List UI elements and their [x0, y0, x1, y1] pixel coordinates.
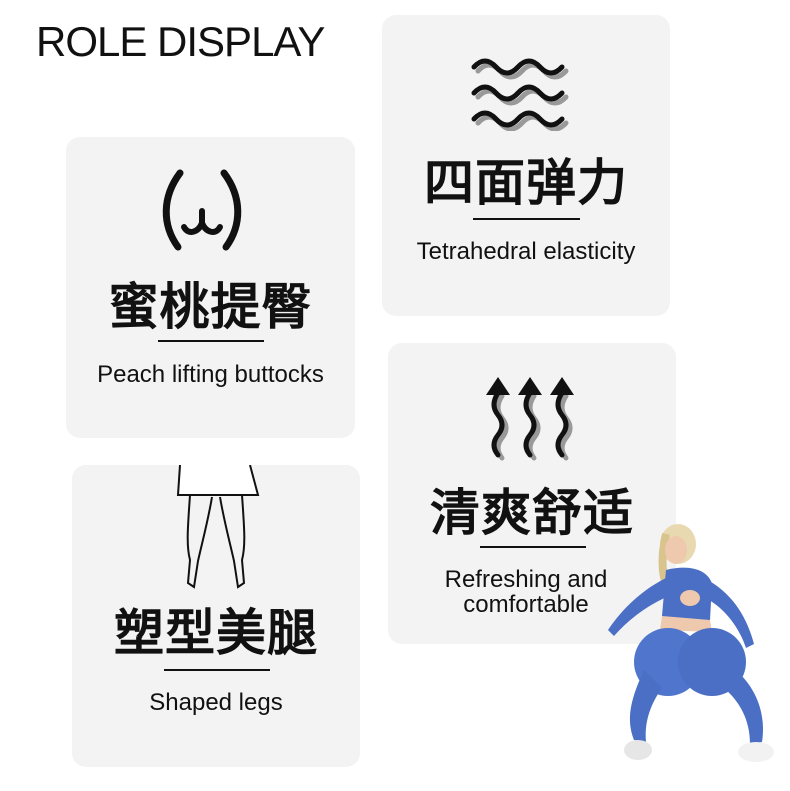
- feature-title-cn: 塑型美腿: [114, 604, 318, 662]
- wave-lines-icon: [471, 58, 569, 131]
- legs-outline-icon: [176, 465, 260, 589]
- feature-title-en: Tetrahedral elasticity: [416, 238, 636, 265]
- page-title: ROLE DISPLAY: [36, 18, 325, 65]
- divider: [164, 669, 270, 671]
- feature-card-elasticity: 四面弹力 Tetrahedral elasticity: [382, 15, 670, 316]
- feature-title-en: Peach lifting buttocks: [97, 361, 324, 388]
- divider: [158, 340, 264, 342]
- feature-title-en: Shaped legs: [149, 689, 283, 716]
- divider: [480, 546, 586, 548]
- feature-title-en-line: comfortable: [463, 591, 589, 618]
- feature-title-cn: 蜜桃提臀: [108, 278, 313, 336]
- buttocks-outline-icon: [162, 169, 242, 251]
- feature-title-cn: 清爽舒适: [430, 484, 634, 542]
- feature-title-en: Refreshing and comfortable: [376, 567, 676, 617]
- feature-card-peach-lifting: 蜜桃提臀 Peach lifting buttocks: [66, 137, 355, 438]
- feature-title-cn: 四面弹力: [424, 154, 628, 212]
- feature-card-refreshing: 清爽舒适 Refreshing and comfortable: [388, 343, 676, 644]
- wavy-up-arrows-icon: [486, 377, 574, 461]
- feature-card-shaped-legs: 塑型美腿 Shaped legs: [72, 465, 360, 767]
- feature-title-en-line: Refreshing and: [444, 566, 608, 593]
- divider: [473, 218, 580, 220]
- model-photo: [608, 524, 774, 762]
